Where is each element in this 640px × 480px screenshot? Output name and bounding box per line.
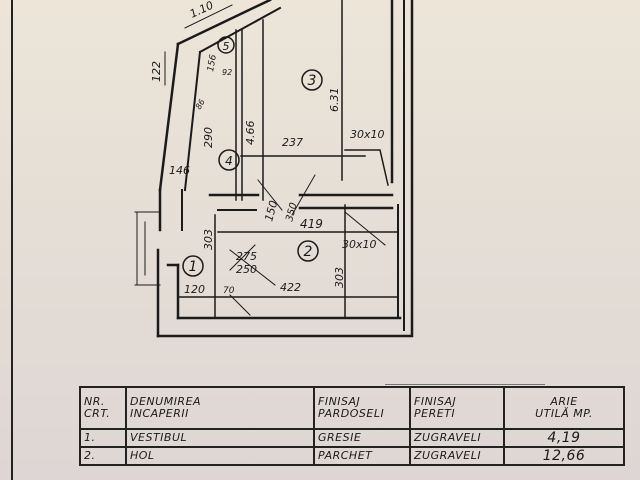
dim-275: 275 (236, 250, 257, 263)
dim-92: 92 (222, 68, 232, 77)
room-2-marker (297, 240, 319, 262)
row-area: 4,19 (503, 428, 625, 448)
row-wall-finish: ZUGRAVELI (409, 428, 505, 448)
header-nr: NR.CRT. (79, 386, 127, 430)
room-5-marker (217, 36, 235, 54)
dim-70: 70 (223, 286, 235, 296)
row-floor-finish: PARCHET (313, 446, 411, 466)
dim-146: 146 (169, 164, 190, 177)
dim-250: 250 (236, 263, 257, 276)
divider (385, 384, 545, 385)
room-1-marker (182, 255, 204, 277)
dim-466: 4.66 (244, 121, 257, 146)
outer-wall (156, 0, 414, 338)
row-floor-finish: GRESIE (313, 428, 411, 448)
dim-303-left: 303 (202, 229, 215, 250)
table-row: 1. VESTIBUL GRESIE ZUGRAVELI 4,19 (79, 428, 625, 448)
dim-419: 419 (300, 217, 323, 231)
table-row: 2. HOL PARCHET ZUGRAVELI 12,66 (79, 446, 625, 466)
dim-350: 350 (284, 201, 300, 222)
room-3-marker (301, 69, 323, 91)
row-nr: 1. (79, 428, 127, 448)
dim-30x10-bottom: 30x10 (342, 238, 377, 251)
room-3-label: 3 (308, 73, 317, 89)
room-2-label: 2 (304, 244, 313, 260)
row-nr: 2. (79, 446, 127, 466)
dim-122: 122 (150, 61, 163, 82)
sheet-border (11, 0, 13, 480)
dim-150: 150 (262, 199, 280, 223)
room-4-marker (218, 149, 240, 171)
row-room-name: HOL (125, 446, 315, 466)
room-5-label: 5 (223, 40, 230, 53)
dim-237: 237 (282, 136, 303, 149)
dim-30x10-top: 30x10 (350, 128, 385, 141)
dim-303-right: 303 (333, 267, 346, 288)
row-wall-finish: ZUGRAVELI (409, 446, 505, 466)
dim-110: 1.10 (188, 0, 216, 21)
dim-156: 156 (206, 54, 219, 73)
dim-422: 422 (280, 281, 301, 294)
row-room-name: VESTIBUL (125, 428, 315, 448)
room-1-label: 1 (189, 259, 198, 275)
dim-86: 86 (194, 98, 207, 111)
row-area: 12,66 (503, 446, 625, 466)
room-4-label: 4 (225, 154, 233, 168)
floor-plan: 3 4 5 2 1 1.10 122 156 92 86 4.66 6.31 2… (134, 0, 414, 338)
dim-290: 290 (202, 127, 215, 148)
dim-631: 6.31 (328, 88, 341, 113)
dim-120: 120 (184, 283, 205, 296)
